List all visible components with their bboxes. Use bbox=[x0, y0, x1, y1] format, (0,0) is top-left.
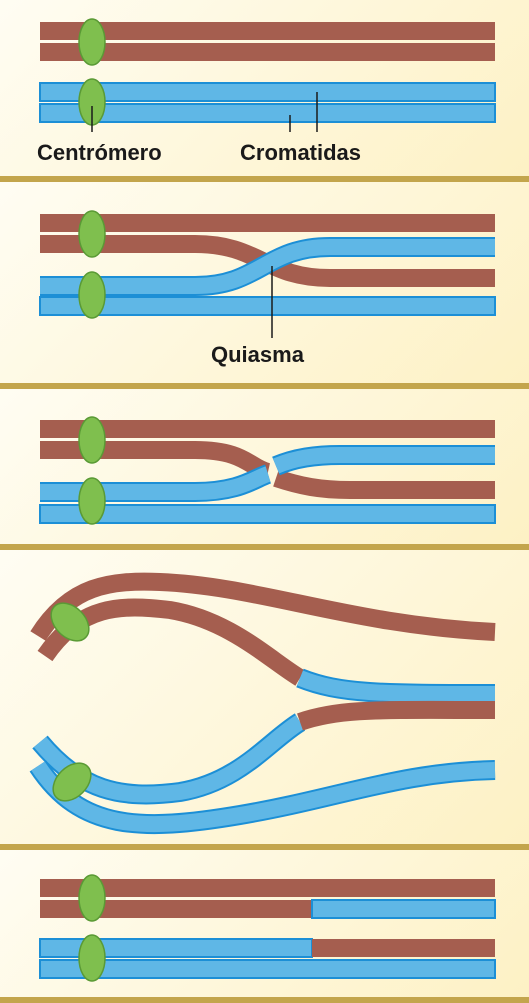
blue-chromatid bbox=[40, 297, 495, 315]
brown-chromatid bbox=[40, 43, 495, 61]
centromere bbox=[79, 272, 105, 318]
chiasma-label: Quiasma bbox=[211, 344, 304, 366]
brown-chromatid-crossing bbox=[40, 450, 268, 472]
centromere bbox=[79, 417, 105, 463]
brown-chromatid bbox=[40, 22, 495, 40]
brown-chromatid bbox=[40, 214, 495, 232]
brown-chromatid bbox=[40, 420, 495, 438]
blue-chromatid bbox=[40, 83, 495, 101]
blue-chromatid bbox=[40, 104, 495, 122]
brown-chromatid-crossing bbox=[276, 478, 495, 490]
brown-chromatid bbox=[300, 710, 495, 722]
centromere bbox=[79, 19, 105, 65]
brown-chromatid bbox=[312, 939, 495, 957]
brown-chromatid bbox=[40, 879, 495, 897]
stage-4-chromosomes bbox=[38, 582, 495, 824]
stage-2-chromosomes bbox=[40, 211, 495, 338]
centromere bbox=[79, 211, 105, 257]
stage-5-chromosomes bbox=[40, 875, 495, 981]
blue-chromatid bbox=[312, 900, 495, 918]
chromatids-label: Cromatidas bbox=[240, 142, 361, 164]
centromere bbox=[79, 875, 105, 921]
centromere bbox=[79, 935, 105, 981]
centromere bbox=[79, 478, 105, 524]
stage-1-chromosomes bbox=[40, 19, 495, 132]
centromere-label: Centrómero bbox=[37, 142, 162, 164]
blue-chromatid bbox=[40, 505, 495, 523]
stage-3-chromosomes bbox=[40, 417, 495, 524]
blue-chromatid bbox=[40, 960, 495, 978]
